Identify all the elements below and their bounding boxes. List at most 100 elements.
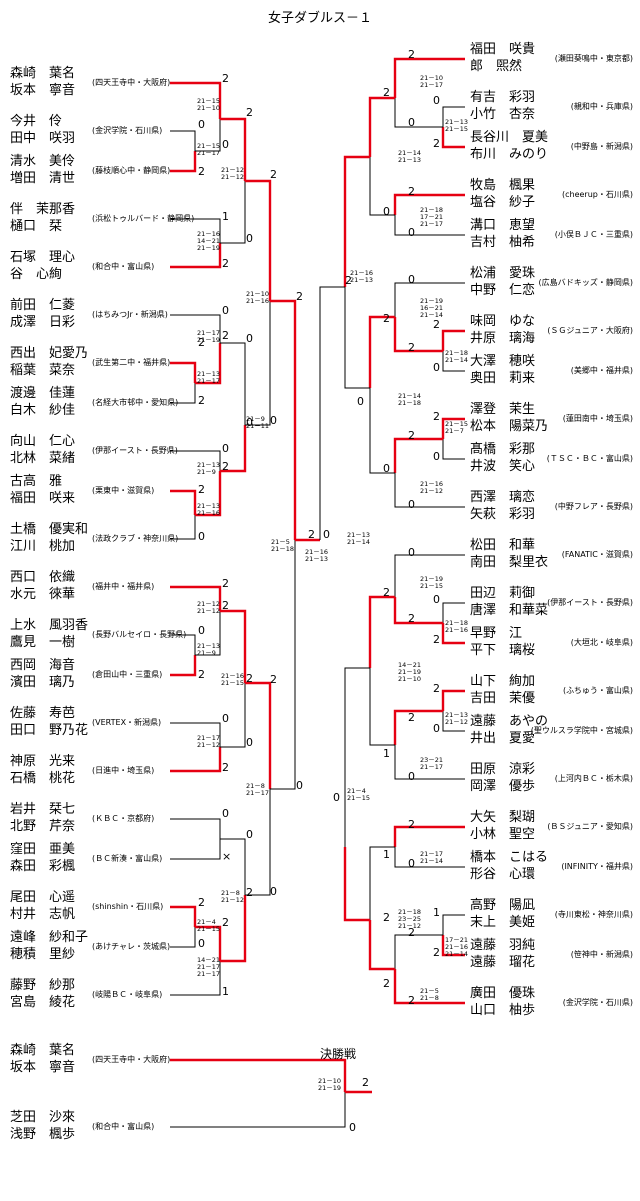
score-r13a: 21－16 xyxy=(445,943,468,951)
entry-left-player2: 北林 菜緒 xyxy=(10,451,75,466)
entry-left-player2: 福田 咲来 xyxy=(10,490,75,506)
right-r1 xyxy=(441,127,465,149)
right-result: 2 xyxy=(433,682,440,695)
left-r1 xyxy=(170,634,196,655)
score-l6a: 21－9 xyxy=(197,468,216,476)
left-r2 xyxy=(220,683,246,748)
entry-left-team: (藤枝順心中・静岡県) xyxy=(92,165,170,175)
right-result: 2 xyxy=(383,86,390,99)
score-r1b: 21－15 xyxy=(445,125,468,133)
left-result: 2 xyxy=(222,257,229,270)
score-l9: 21－15 xyxy=(221,679,244,687)
left-result: 0 xyxy=(222,712,229,725)
score-r4b: 21－14 xyxy=(445,356,468,364)
left-result: 0 xyxy=(270,885,277,898)
left-r4 xyxy=(270,540,296,790)
score-l8b: 21－9 xyxy=(197,649,216,657)
right-result: 2 xyxy=(383,911,390,924)
left-r1 xyxy=(170,905,197,927)
entry-left-player2: 北野 芹奈 xyxy=(10,819,75,834)
score-r9: 21－19 xyxy=(398,668,421,676)
left-result: 2 xyxy=(296,290,303,303)
right-r4 xyxy=(319,286,345,540)
right-r1 xyxy=(393,437,443,473)
score-f: 21－10 xyxy=(318,1077,341,1085)
left-result: 0 xyxy=(246,332,253,345)
final-line xyxy=(170,1092,346,1128)
left-result: 0 xyxy=(246,736,253,749)
score-l1b: 21－15 xyxy=(197,142,220,150)
left-result: 2 xyxy=(222,460,229,473)
entry-left-player2: 石橋 桃花 xyxy=(10,770,75,786)
entry-right-team: (中野フレア・長野県) xyxy=(555,501,633,511)
entry-left-team: (浜松トゥルバード・静岡県) xyxy=(92,213,194,223)
entry-left-player1: 尾田 心遥 xyxy=(10,890,75,905)
left-r1 xyxy=(170,747,222,773)
final-line xyxy=(170,1058,347,1092)
right-r1 xyxy=(441,417,465,439)
right-r2 xyxy=(369,157,395,216)
right-result: 0 xyxy=(383,205,390,218)
right-result: 2 xyxy=(408,994,415,1007)
right-result: 1 xyxy=(383,747,390,760)
left-r1 xyxy=(170,927,196,948)
score-labels: 21－1521－1021－1521－1721－1221－1221－1614－21… xyxy=(197,74,468,1092)
score-r6b: 21－12 xyxy=(420,487,443,495)
right-result: 2 xyxy=(433,633,440,646)
entry-right-player2: 末上 美姫 xyxy=(470,915,535,930)
score-l12c: 21－17 xyxy=(197,970,220,978)
score-l11: 21－8 xyxy=(246,782,265,790)
score-r5: 21－14 xyxy=(398,392,421,400)
score-l8a: 21－12 xyxy=(197,600,220,608)
score-l10a: 21－17 xyxy=(197,734,220,742)
left-result: 2 xyxy=(222,761,229,774)
entry-right-player2: 井原 璃海 xyxy=(470,331,535,346)
entry-right-team: (寺川東松・神奈川県) xyxy=(555,909,633,919)
left-r1 xyxy=(195,343,222,385)
right-r1 xyxy=(441,935,465,957)
entry-right-player2: 矢萩 彩羽 xyxy=(470,507,535,522)
right-r1 xyxy=(393,193,465,215)
right-result: 2 xyxy=(433,410,440,423)
score-r4a: 21－14 xyxy=(420,311,443,319)
left-result: 0 xyxy=(246,416,253,429)
entry-left-player2: 成澤 日彩 xyxy=(10,315,75,330)
score-l8b: 21－13 xyxy=(197,642,220,650)
right-result: 2 xyxy=(408,711,415,724)
left-r3 xyxy=(245,301,271,426)
right-r1 xyxy=(393,597,443,625)
right-r3 xyxy=(344,287,370,389)
left-r4 xyxy=(270,299,297,540)
score-l2a: 21－19 xyxy=(197,244,220,252)
entry-right-team: (中野島・新潟県) xyxy=(571,141,633,151)
entry-left-player1: 石塚 理心 xyxy=(10,250,75,265)
left-result: 0 xyxy=(222,442,229,455)
entry-left-team: (伊那イースト・長野県) xyxy=(92,445,178,455)
left-r1 xyxy=(170,383,196,404)
right-result: 0 xyxy=(408,273,415,286)
entry-right-player2: 小竹 杏奈 xyxy=(470,107,535,122)
right-result: 2 xyxy=(362,1076,369,1089)
left-r1 xyxy=(170,818,221,839)
right-r1 xyxy=(393,317,443,353)
entry-right-player2: 奥田 莉来 xyxy=(470,371,535,386)
right-result: 2 xyxy=(408,612,415,625)
entry-right-team: (ＴＳＣ・ＢＣ・富山県) xyxy=(547,453,633,463)
entry-right-player2: 遠藤 瑠花 xyxy=(470,954,535,970)
right-r1 xyxy=(441,329,465,351)
right-r2 xyxy=(369,846,395,920)
left-r2 xyxy=(220,181,246,244)
score-l1c: 21－12 xyxy=(221,173,244,181)
entry-right-player1: 澤登 茉生 xyxy=(470,402,535,417)
entry-left-team: (ＫＢＣ・京都府) xyxy=(92,813,154,823)
right-r1 xyxy=(442,106,465,127)
left-r3 xyxy=(245,789,271,896)
entry-left-player1: 渡邊 佳蓮 xyxy=(10,385,75,401)
entry-right-player2: 中野 仁恋 xyxy=(470,282,535,298)
score-r13b: 21－5 xyxy=(420,987,439,995)
entry-right-player2: 井出 夏愛 xyxy=(470,731,535,746)
right-r1 xyxy=(393,969,465,1005)
entry-final-player2: 浅野 楓歩 xyxy=(10,1127,75,1142)
left-r3 xyxy=(245,179,272,301)
